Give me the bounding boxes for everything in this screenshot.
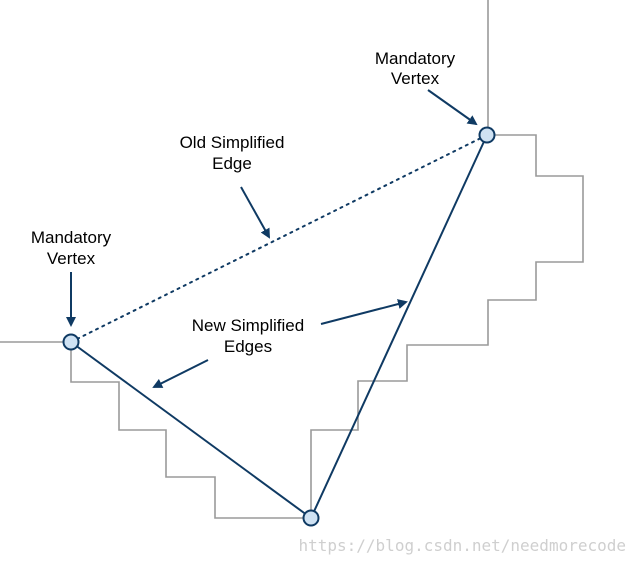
label-new-edges-line1: New Simplified [192,316,304,335]
label-mandatory-vertex-top-line1: Mandatory [375,49,456,68]
new-simplified-edge-left [70,341,312,519]
new-simplified-edge-right [310,134,488,519]
mandatory-vertex-left [62,333,80,351]
arrow-to-right-new-edge [320,299,408,325]
label-old-edge-line2: Edge [212,154,252,173]
new-vertex-bottom [302,509,320,527]
label-old-edge-line1: Old Simplified [180,133,285,152]
watermark-text: https://blog.csdn.net/needmorecode [298,536,626,555]
mandatory-vertex-top [478,126,496,144]
label-mandatory-vertex-left-line2: Vertex [47,249,96,268]
arrow-to-left-new-edge [152,359,209,388]
old-simplified-edge [70,134,488,343]
label-mandatory-vertex-left-line1: Mandatory [31,228,112,247]
label-new-edges-line2: Edges [224,337,272,356]
arrow-to-top-vertex [427,89,478,126]
arrow-to-old-edge [240,186,270,239]
label-mandatory-vertex-top-line2: Vertex [391,69,440,88]
original-boundary-line [0,0,584,519]
